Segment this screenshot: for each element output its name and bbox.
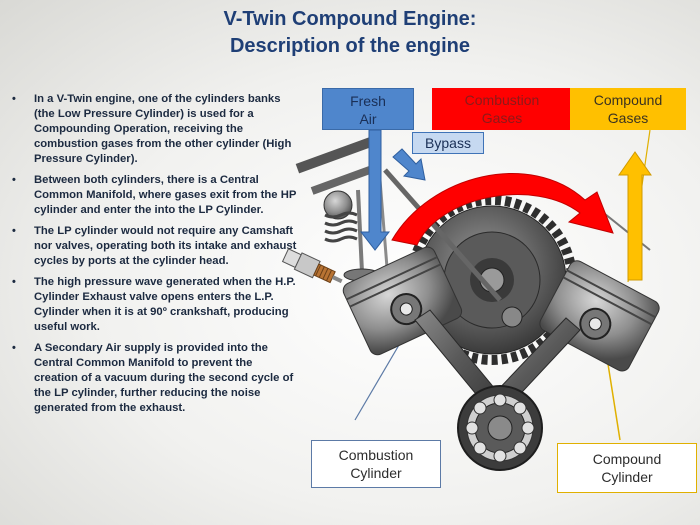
combustion-gases-label: Combustion Gases — [432, 88, 572, 130]
combustion-cylinder-line-1: Combustion — [338, 447, 414, 463]
compound-gases-line-2: Gases — [607, 110, 649, 126]
bypass-arrow — [392, 148, 426, 181]
bullet-glyph: • — [12, 93, 16, 105]
compound-gases-label: Compound Gases — [570, 88, 686, 130]
bullet-text: In a V-Twin engine, one of the cylinders… — [34, 93, 292, 165]
combustion-gases-line-1: Combustion — [464, 92, 540, 108]
bullet-item: • Between both cylinders, there is a Cent… — [12, 173, 298, 218]
compound-cylinder-line-2: Cylinder — [601, 469, 653, 485]
title-line-1: V-Twin Compound Engine: — [223, 8, 477, 30]
bullet-item: • A Secondary Air supply is provided into… — [12, 341, 298, 416]
bullet-glyph: • — [12, 342, 16, 354]
bypass-label: Bypass — [412, 132, 484, 154]
bullet-glyph: • — [12, 276, 16, 288]
slide-title: V-Twin Compound Engine: Description of t… — [0, 6, 700, 60]
compound-cylinder-label: Compound Cylinder — [557, 443, 697, 493]
manifold-pipe — [383, 168, 502, 302]
combustion-cylinder-line-2: Cylinder — [350, 465, 402, 481]
compound-cylinder-line-1: Compound — [592, 451, 662, 467]
compound-gases-line-1: Compound — [593, 92, 663, 108]
combustion-gases-line-2: Gases — [481, 110, 523, 126]
spark-plug — [281, 248, 343, 284]
fresh-air-line-2: Air — [359, 111, 377, 127]
combustion-cylinder-label: Combustion Cylinder — [311, 440, 441, 488]
bullet-list: • In a V-Twin engine, one of the cylinder… — [12, 92, 298, 422]
crankshaft-bearing — [457, 385, 543, 471]
title-line-2: Description of the engine — [229, 35, 471, 57]
fresh-air-label: Fresh Air — [322, 88, 414, 130]
combustion-gases-arrow — [391, 173, 614, 246]
compound-piston — [539, 260, 660, 372]
bullet-item: • The LP cylinder would not require any C… — [12, 224, 298, 269]
bullet-text: A Secondary Air supply is provided into … — [34, 342, 294, 414]
bullet-text: The high pressure wave generated when th… — [34, 276, 296, 333]
bullet-text: The LP cylinder would not require any Ca… — [34, 225, 297, 267]
fresh-air-line-1: Fresh — [350, 93, 386, 109]
bullet-item: • In a V-Twin engine, one of the cylinder… — [12, 92, 298, 167]
compound-gases-arrow — [618, 151, 652, 281]
bullet-glyph: • — [12, 174, 16, 186]
bullet-item: • The high pressure wave generated when t… — [12, 275, 298, 335]
bullet-text: Between both cylinders, there is a Centr… — [34, 174, 297, 216]
bullet-glyph: • — [12, 225, 16, 237]
fresh-air-arrow — [359, 129, 391, 251]
